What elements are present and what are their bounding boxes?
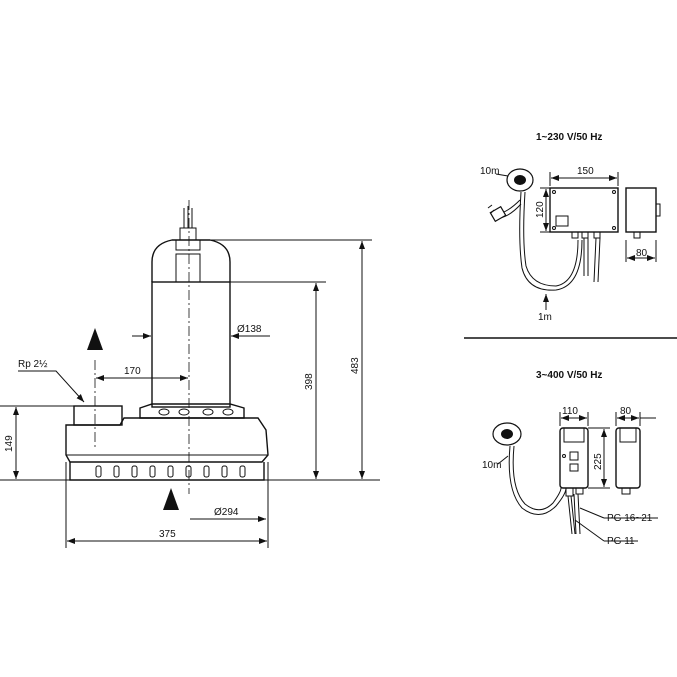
- motor-collar: [139, 403, 245, 419]
- dim-width-1ph: 150: [577, 166, 594, 177]
- dim-height-outlet: 149: [4, 435, 15, 452]
- dim-diameter-base: Ø294: [214, 507, 239, 518]
- collar-bolts: [158, 408, 234, 416]
- dim-diameter-motor: Ø138: [237, 324, 262, 335]
- control-box-1ph-front: [549, 187, 619, 233]
- label-float-cable-1ph: 10m: [480, 166, 499, 177]
- three-phase-section: 3~400 V/50 Hz 10m 110 225: [482, 370, 658, 547]
- outlet-stub: [73, 405, 123, 426]
- inlet-arrow-up-icon: [163, 488, 179, 510]
- label-float-cable-3ph: 10m: [482, 460, 501, 471]
- heading-three-phase: 3~400 V/50 Hz: [536, 370, 602, 381]
- dim-height-3ph: 225: [593, 453, 604, 470]
- pump-dimensions: 483 398 149 Ø138 170 Ø294 375 Rp 2½: [0, 239, 372, 548]
- flow-arrow-up-icon: [87, 328, 103, 350]
- label-gland-large: PG 16~21: [607, 513, 653, 524]
- dim-width-3ph: 110: [562, 406, 578, 417]
- pump-drawing: [65, 200, 269, 510]
- motor-dome: [151, 239, 231, 282]
- control-box-1ph-side: [625, 187, 657, 233]
- heading-single-phase: 1~230 V/50 Hz: [536, 132, 602, 143]
- dim-depth-3ph: 80: [620, 406, 632, 417]
- dim-outlet-offset: 170: [124, 366, 141, 377]
- label-outlet-thread: Rp 2½: [18, 359, 48, 370]
- box-screws: [552, 190, 616, 230]
- dim-height-1ph: 120: [535, 201, 546, 218]
- label-gland-small: PG 11: [607, 536, 635, 547]
- dim-height-motor: 398: [304, 373, 315, 390]
- plug-icon: [487, 204, 507, 223]
- dim-depth-1ph: 80: [636, 248, 648, 259]
- single-phase-section: 1~230 V/50 Hz 10m 1m: [480, 132, 661, 323]
- label-supply-cable-1ph: 1m: [538, 312, 552, 323]
- cable-entry: [175, 206, 201, 251]
- inlet-slots: [95, 465, 246, 478]
- dim-width-base: 375: [159, 529, 176, 540]
- motor-body: [151, 281, 231, 408]
- dim-height-total: 483: [350, 357, 361, 374]
